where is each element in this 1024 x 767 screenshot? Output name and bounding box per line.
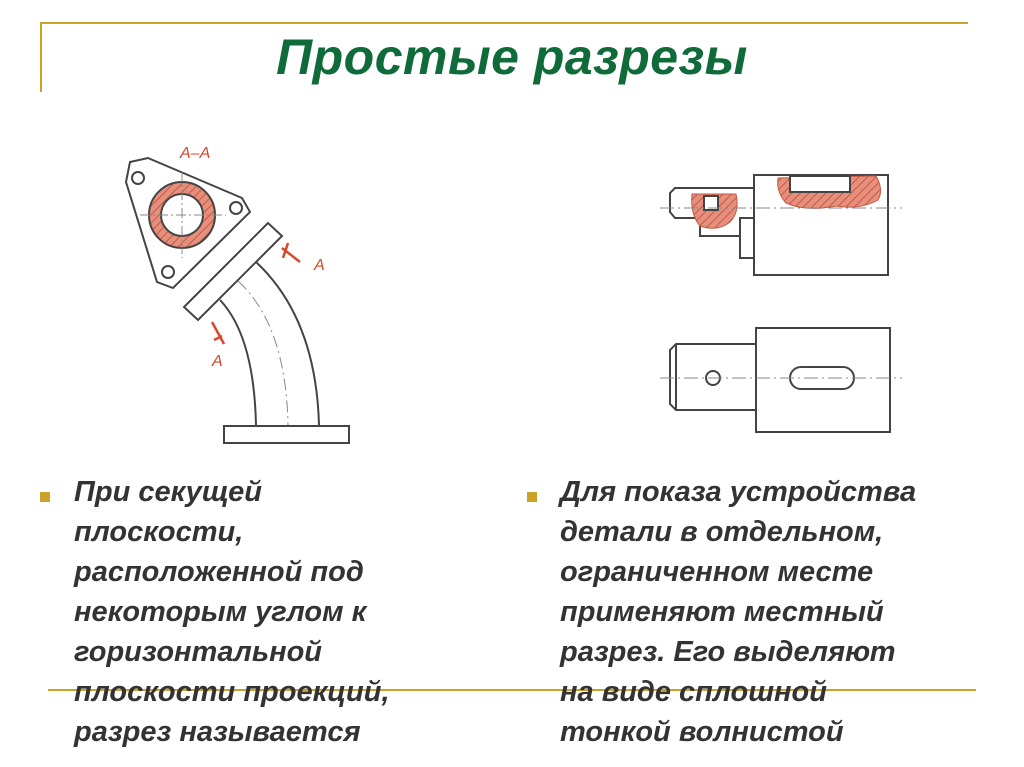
pipe-inner-wall [219, 299, 257, 426]
section-label: А–А [179, 145, 210, 162]
left-rule [40, 22, 42, 92]
bottom-rule [48, 689, 976, 691]
bullet-text-right: Для показа устройства детали в отдельном… [560, 476, 917, 748]
bullet-marker-right [527, 492, 537, 502]
flange-hole-bottom [161, 265, 175, 279]
local-section-top-view [660, 327, 902, 433]
pipe-outer-wall [255, 261, 320, 426]
bullet-text-left: При секущей плоскости, расположенной под… [74, 476, 390, 748]
pipe-axis [237, 280, 289, 426]
bullet-marker-left [40, 492, 50, 502]
cut-mark-lower [210, 321, 226, 345]
cut-mark-upper [281, 242, 301, 263]
local-section-front-view [660, 174, 902, 276]
inclined-section-drawing [124, 156, 350, 444]
flange-hole-right [229, 201, 243, 215]
cut-label-lower: А [211, 353, 223, 370]
cut-label-upper: А [313, 257, 325, 274]
top-rule [40, 22, 968, 24]
front-hole [703, 195, 719, 211]
front-slot [789, 175, 851, 193]
front-shaft [669, 187, 754, 259]
flange-hole-top [131, 171, 145, 185]
page-title: Простые разрезы [276, 29, 748, 85]
top-shaft [669, 343, 756, 411]
inclined-flange-plate [182, 221, 284, 322]
base-plate [223, 425, 350, 444]
